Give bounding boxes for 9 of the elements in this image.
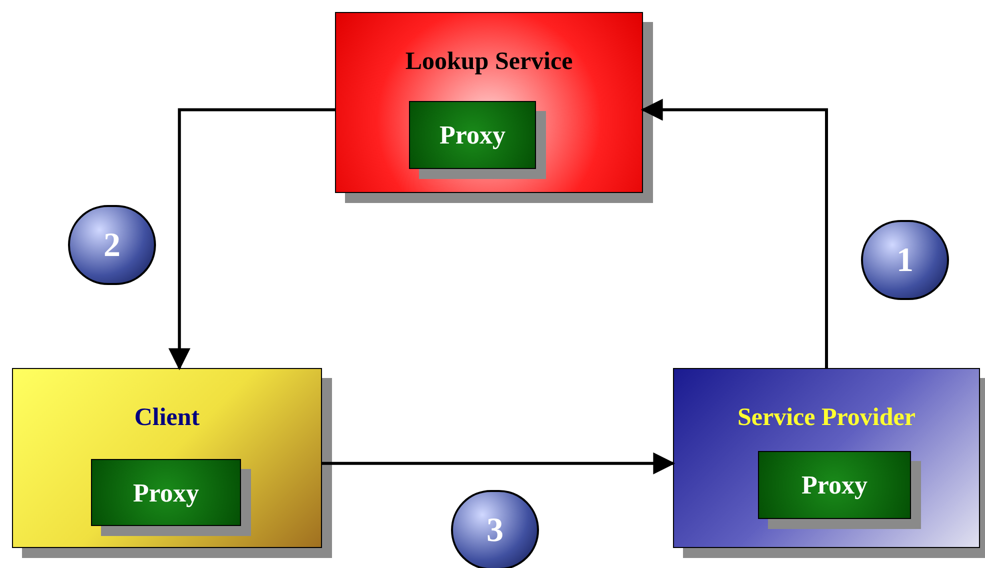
box-title: Service Provider — [736, 403, 916, 433]
callout-number: 1 — [861, 220, 949, 300]
box-title: Proxy — [438, 120, 506, 152]
callout-number: 2 — [68, 205, 156, 285]
box-title: Lookup Service — [404, 47, 574, 77]
box-title: Client — [133, 403, 201, 433]
box-title: Proxy — [800, 470, 868, 502]
box-title: Proxy — [132, 477, 200, 510]
callout-number: 3 — [451, 490, 539, 568]
